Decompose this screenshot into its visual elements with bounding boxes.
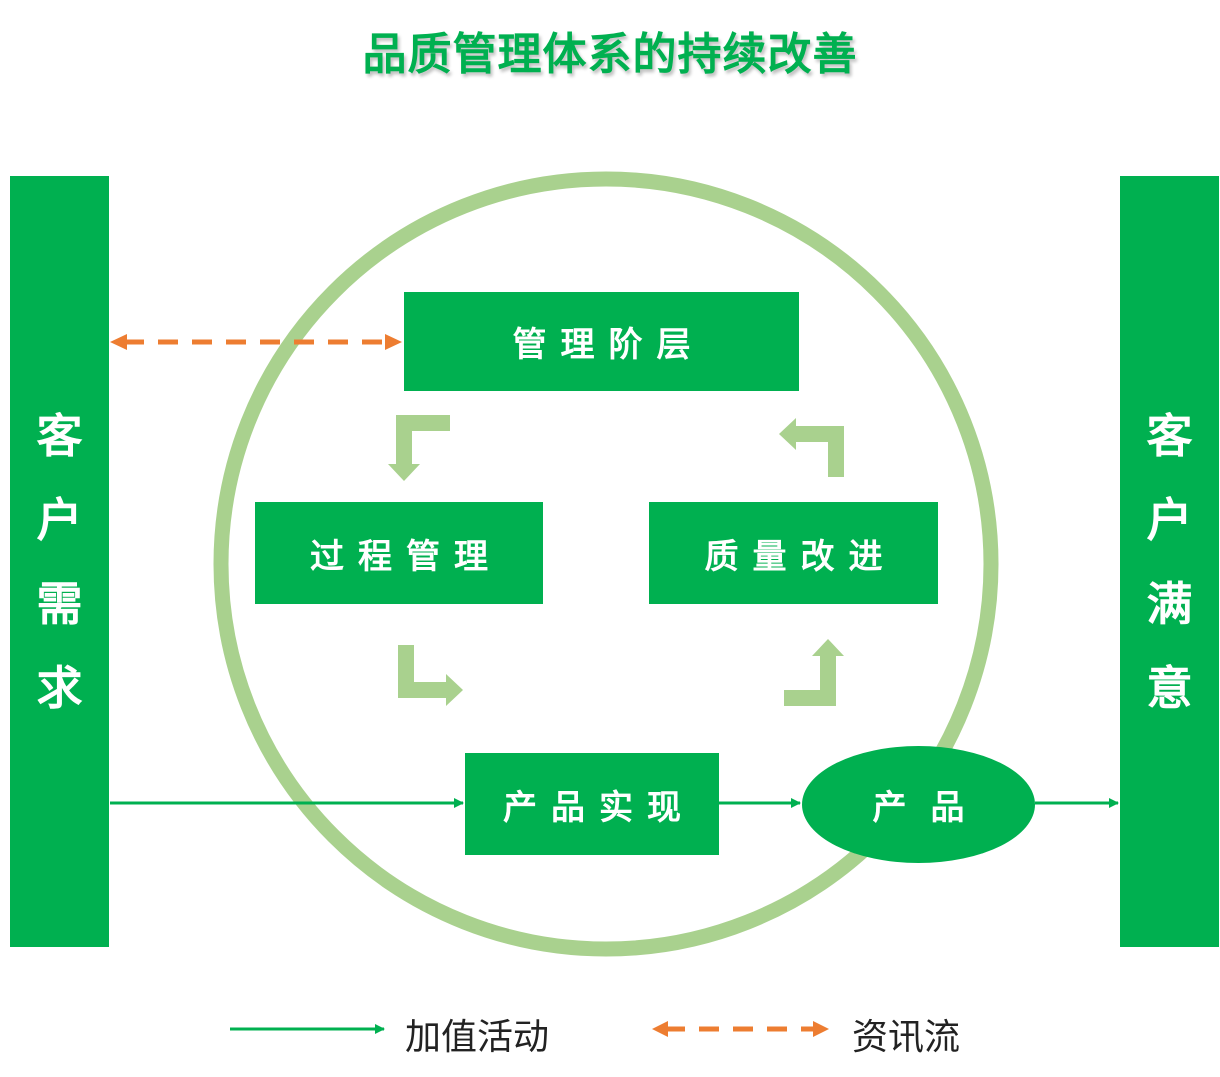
product-realization-label: 产品实现 — [503, 787, 695, 828]
cycle-arrow-up-left — [779, 418, 844, 477]
quality-improvement-box: 质量改进 — [649, 502, 938, 604]
product-label: 产品 — [872, 788, 989, 828]
cycle-arrow-down-right — [398, 645, 463, 706]
cycle-arrow-up-right — [784, 639, 844, 706]
diagram-title: 品质管理体系的持续改善 — [362, 29, 858, 80]
process-management-label: 过程管理 — [310, 536, 502, 577]
pillar-char: 需 — [36, 576, 83, 631]
legend-information-flow-arrow — [652, 1021, 829, 1037]
pillar-char: 客 — [36, 408, 83, 463]
legend-information-flow-label: 资讯流 — [852, 1017, 961, 1058]
customer-requirements-bar: 客 户 需 求 — [10, 176, 109, 947]
pillar-char: 满 — [1146, 576, 1193, 631]
management-box: 管理阶层 — [404, 292, 799, 391]
product-realization-box: 产品实现 — [465, 753, 719, 855]
improvement-cycle-circle — [213, 171, 999, 957]
cycle-arrow-down-left — [388, 415, 450, 481]
legend-value-activity-label: 加值活动 — [405, 1017, 550, 1058]
information-flow-arrow — [110, 334, 402, 350]
process-management-box: 过程管理 — [255, 502, 543, 604]
pillar-char: 户 — [36, 492, 83, 547]
pillar-char: 客 — [1146, 408, 1193, 463]
quality-improvement-label: 质量改进 — [704, 536, 897, 577]
customer-satisfaction-bar: 客 户 满 意 — [1120, 176, 1219, 947]
pillar-char: 户 — [1146, 492, 1193, 547]
product-oval: 产品 — [802, 746, 1035, 863]
management-label: 管理阶层 — [512, 325, 705, 365]
pillar-char: 意 — [1146, 660, 1193, 715]
pillar-char: 求 — [36, 660, 83, 715]
